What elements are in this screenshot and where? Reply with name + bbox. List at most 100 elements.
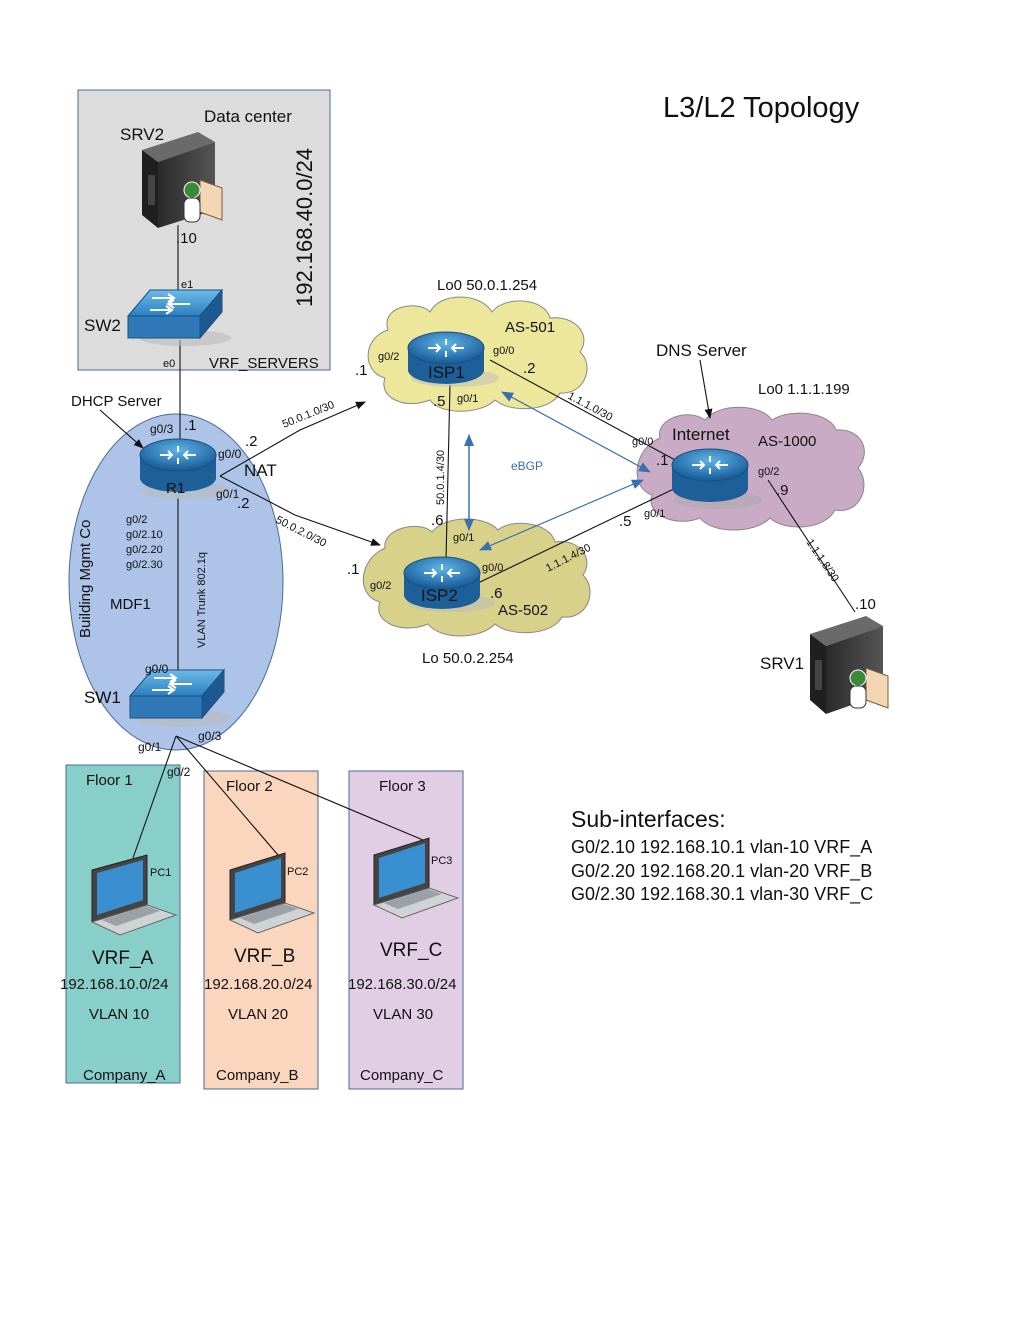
subnet-floor2: 192.168.20.0/24: [204, 976, 312, 993]
sw1-label: SW1: [84, 688, 121, 707]
link-sw1-pc2: [175, 735, 279, 856]
internet-g01-ip: .5: [619, 513, 632, 530]
dns-server-label: DNS Server: [656, 341, 747, 360]
isp2-lo: Lo 50.0.2.254: [422, 650, 514, 667]
isp1-g00-port: g0/0: [493, 345, 514, 357]
internet-label: Internet: [672, 425, 730, 444]
internet-g00-port: g0/0: [632, 436, 653, 448]
isp2-label: ISP2: [421, 586, 458, 605]
isp1-g01-ip: .5: [433, 393, 446, 410]
isp2-g01-ip: .6: [431, 512, 444, 529]
srv1-label: SRV1: [760, 654, 804, 673]
sw2-switch-icon[interactable]: [126, 288, 231, 346]
vrf-a-label: VRF_A: [92, 948, 154, 969]
datacenter-subnet: 192.168.40.0/24: [292, 148, 317, 307]
sw2-port: e0: [163, 358, 175, 370]
internet-g02-ip: .9: [776, 482, 789, 499]
sw1-g00-port: g0/0: [145, 662, 169, 676]
sw2-label: SW2: [84, 316, 121, 335]
ebgp-label: eBGP: [511, 459, 543, 473]
srv1-server-icon[interactable]: [810, 616, 889, 714]
srv2-server-icon[interactable]: [142, 132, 223, 228]
isp1-g02-port: g0/2: [378, 351, 399, 363]
isp2-g00-port: g0/0: [482, 562, 503, 574]
vlan-floor2: VLAN 20: [228, 1006, 288, 1023]
dhcp-pointer: [99, 409, 144, 449]
dhcp-server-label: DHCP Server: [71, 393, 162, 410]
r1-router-icon[interactable]: [139, 438, 229, 499]
isp1-router-icon[interactable]: [407, 331, 499, 387]
link-sw1-pc3: [175, 735, 424, 841]
vrf-b-label: VRF_B: [234, 946, 295, 967]
r1-g01-ip: .2: [237, 495, 250, 512]
vrf-c-label: VRF_C: [380, 940, 442, 961]
link-sw1-pc1: [132, 735, 177, 859]
vlan-floor3: VLAN 30: [373, 1006, 433, 1023]
subinterface-row-3: G0/2.30 192.168.30.1 vlan-30 VRF_C: [571, 884, 873, 905]
pc3-laptop-icon[interactable]: [372, 837, 460, 919]
isp1-as: AS-501: [505, 319, 555, 336]
sw1-switch-icon[interactable]: [128, 668, 230, 727]
srv2-port: e1: [181, 279, 193, 291]
ebgp-arrow-isp1-inet: [501, 391, 651, 473]
isp1-g02-ip: .1: [355, 362, 368, 379]
mdf-label: MDF1: [110, 596, 151, 613]
subinterfaces-header: Sub-interfaces:: [571, 806, 726, 832]
isp2-g01-port: g0/1: [453, 532, 474, 544]
building-zone: [68, 413, 284, 751]
subnet-floor3: 192.168.30.0/24: [348, 976, 456, 993]
isp2-g02-port: g0/2: [370, 580, 391, 592]
r1-g03-ip: .1: [184, 417, 197, 434]
nat-label: NAT: [244, 461, 277, 480]
isp1-lo: Lo0 50.0.1.254: [437, 277, 537, 294]
internet-g01-port: g0/1: [644, 508, 665, 520]
subinterface-row-2: G0/2.20 192.168.20.1 vlan-20 VRF_B: [571, 861, 872, 882]
link-r1-isp1: [219, 401, 366, 477]
sw1-g02-port: g0/2: [167, 765, 191, 779]
link-isp1-isp2: [445, 384, 451, 561]
isp1-g01-port: g0/1: [457, 393, 478, 405]
dns-pointer: [699, 359, 713, 419]
isp2-router-icon[interactable]: [403, 556, 495, 612]
isp1-g00-ip: .2: [523, 360, 536, 377]
internet-g02-port: g0/2: [758, 466, 779, 478]
floor2-label: Floor 2: [226, 778, 273, 795]
isp2-as: AS-502: [498, 602, 548, 619]
r1-subif-0: g0/2: [126, 514, 147, 526]
pc2-label: PC2: [287, 866, 308, 878]
r1-subif-2: g0/2.20: [126, 544, 163, 556]
building-label: Building Mgmt Co: [77, 520, 94, 638]
pc3-label: PC3: [431, 855, 452, 867]
ebgp-arrow-isp2-inet: [479, 479, 644, 551]
r1-g03-port: g0/3: [150, 422, 174, 436]
floor3-zone: [348, 770, 464, 1090]
subnet-isp1-isp2: 50.0.1.4/30: [435, 450, 447, 505]
subnet-inet-srv1: 1.1.1.8/30: [804, 537, 841, 584]
subnet-isp1-inet: 1.1.1.0/30: [566, 390, 615, 424]
vrf-servers-label: VRF_SERVERS: [209, 355, 319, 372]
pc2-laptop-icon[interactable]: [228, 852, 316, 934]
diagram-title: L3/L2 Topology: [663, 92, 860, 124]
r1-g01-port: g0/1: [216, 487, 240, 501]
isp2-g00-ip: .6: [490, 585, 503, 602]
pc1-label: PC1: [150, 867, 171, 879]
floor1-label: Floor 1: [86, 772, 133, 789]
internet-g00-ip: .1: [656, 452, 669, 469]
link-r1-isp2: [219, 475, 381, 546]
company-floor3: Company_C: [360, 1067, 444, 1084]
isp1-label: ISP1: [428, 363, 465, 382]
r1-g00-ip: .2: [245, 433, 258, 450]
company-floor2: Company_B: [216, 1067, 299, 1084]
subnet-r1-isp2: 50.0.2.0/30: [274, 514, 329, 550]
srv1-ip: .10: [855, 596, 876, 613]
internet-router-icon[interactable]: [671, 448, 762, 509]
srv2-label: SRV2: [120, 125, 164, 144]
pc1-laptop-icon[interactable]: [90, 854, 178, 936]
internet-lo: Lo0 1.1.1.199: [758, 381, 850, 398]
company-floor1: Company_A: [83, 1067, 166, 1084]
srv2-ip: .10: [176, 230, 197, 247]
datacenter-label: Data center: [204, 107, 292, 126]
r1-label: R1: [166, 480, 185, 497]
trunk-label: VLAN Trunk 802.1q: [196, 552, 208, 648]
sw1-g03-port: g0/3: [198, 729, 222, 743]
